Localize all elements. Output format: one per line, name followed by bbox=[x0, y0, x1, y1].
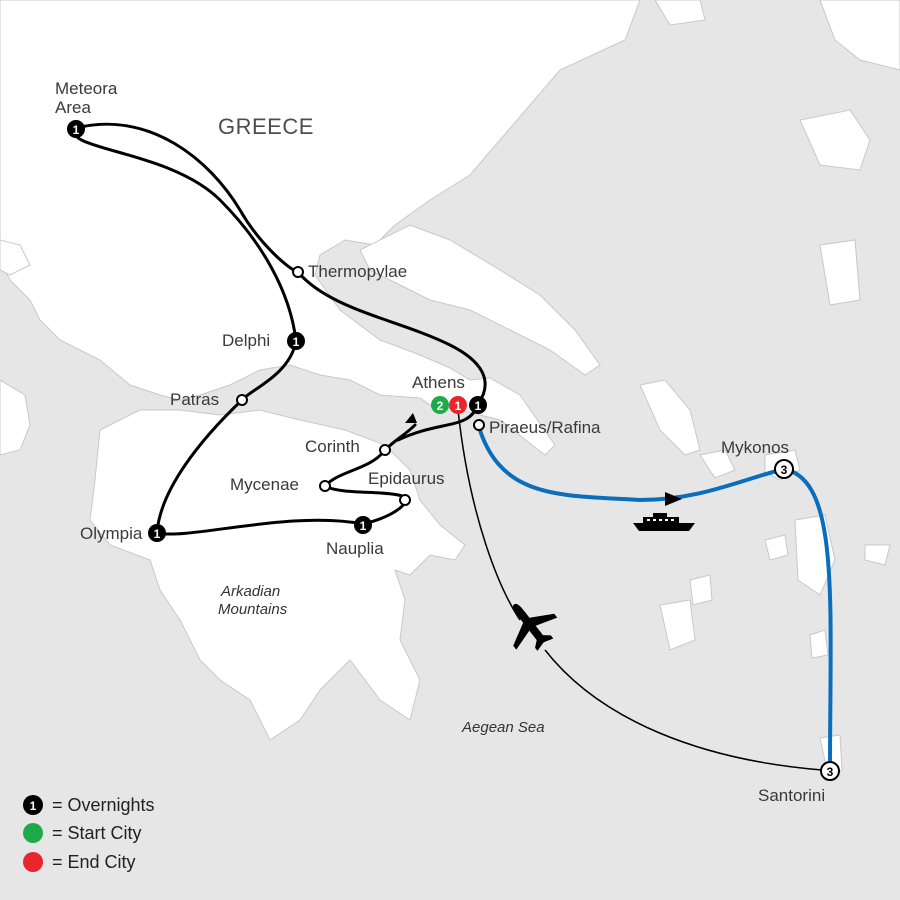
route-ferry-arrow bbox=[665, 492, 682, 506]
city-santorini: 3 Santorini bbox=[758, 761, 840, 805]
landmass-island-amorgos bbox=[809, 629, 829, 659]
airplane-icon bbox=[512, 603, 558, 651]
city-olympia: 1 Olympia bbox=[80, 524, 166, 543]
region-label-arkadian-2: Mountains bbox=[218, 601, 288, 618]
legend-item-overnights: 1 = Overnights bbox=[23, 795, 155, 815]
landmass-island-e1 bbox=[819, 239, 861, 306]
stop-marker bbox=[379, 444, 391, 456]
city-label: Meteora bbox=[55, 79, 118, 98]
overnight-marker bbox=[287, 332, 305, 350]
overnight-count: 1 bbox=[360, 519, 367, 533]
city-epidaurus: Epidaurus bbox=[368, 469, 445, 506]
overnight-count: 3 bbox=[781, 463, 788, 477]
city-thermopylae: Thermopylae bbox=[292, 262, 407, 281]
legend-text: = Overnights bbox=[52, 795, 155, 815]
city-label: Thermopylae bbox=[308, 262, 407, 281]
city-label: Epidaurus bbox=[368, 469, 445, 488]
overnight-marker bbox=[469, 396, 487, 414]
land-masses bbox=[0, 0, 900, 776]
city-label: Santorini bbox=[758, 786, 825, 805]
overnight-marker bbox=[23, 795, 43, 815]
city-delphi: 1 Delphi bbox=[222, 331, 305, 350]
city-piraeus: Piraeus/Rafina bbox=[473, 418, 601, 437]
stop-marker bbox=[473, 419, 485, 431]
overnight-marker bbox=[774, 459, 794, 479]
route-ferry bbox=[476, 422, 833, 772]
landmass-island-paros bbox=[764, 534, 789, 561]
overnight-marker bbox=[820, 761, 840, 781]
city-mycenae: Mycenae bbox=[230, 475, 331, 494]
stop-marker bbox=[399, 494, 411, 506]
city-label: Olympia bbox=[80, 524, 143, 543]
start-marker bbox=[23, 823, 43, 843]
map-legend: 1 = Overnights = Start City = End City bbox=[23, 795, 155, 872]
landmass-ionian-2 bbox=[0, 239, 31, 276]
landmass-island-tinos bbox=[699, 449, 736, 479]
region-label-aegean: Aegean Sea bbox=[461, 719, 545, 736]
landmass-evia bbox=[359, 224, 601, 376]
city-label: Delphi bbox=[222, 331, 270, 350]
city-label: Mykonos bbox=[721, 438, 789, 457]
city-athens: 2 1 1 Athens bbox=[412, 373, 487, 414]
city-label: Athens bbox=[412, 373, 465, 392]
legend-text: = End City bbox=[52, 852, 136, 872]
landmass-island-milos bbox=[659, 599, 696, 651]
overnight-marker bbox=[148, 524, 166, 542]
legend-symbol: 1 bbox=[30, 799, 37, 813]
landmass-island-andros bbox=[639, 379, 701, 456]
city-label: Piraeus/Rafina bbox=[489, 418, 601, 437]
country-label: GREECE bbox=[218, 114, 314, 139]
landmass-mainland bbox=[0, 0, 641, 456]
stop-marker bbox=[319, 480, 331, 492]
region-label-arkadian-1: Arkadian bbox=[220, 583, 280, 600]
landmass-island-ios bbox=[864, 544, 891, 566]
overnight-count: 1 bbox=[73, 123, 80, 137]
landmass-island-ne1 bbox=[819, 0, 900, 71]
overnight-count: 3 bbox=[827, 765, 834, 779]
overnight-count: 1 bbox=[154, 527, 161, 541]
end-marker bbox=[23, 852, 43, 872]
end-marker bbox=[449, 396, 467, 414]
legend-item-end-city: = End City bbox=[23, 852, 136, 872]
landmass-ionian-1 bbox=[0, 379, 31, 456]
overnight-count: 1 bbox=[475, 399, 482, 413]
overnight-marker bbox=[67, 120, 85, 138]
city-label: Mycenae bbox=[230, 475, 299, 494]
city-corinth: Corinth bbox=[305, 437, 391, 456]
overnight-count: 1 bbox=[293, 335, 300, 349]
legend-item-start-city: = Start City bbox=[23, 823, 142, 843]
route-flight bbox=[457, 409, 823, 771]
city-label: Nauplia bbox=[326, 539, 384, 558]
city-nauplia: 1 Nauplia bbox=[326, 516, 384, 558]
city-label: Patras bbox=[170, 390, 219, 409]
landmass-island-n1 bbox=[654, 0, 706, 26]
route-arrow-athens bbox=[405, 413, 417, 423]
legend-text: = Start City bbox=[52, 823, 142, 843]
city-label-line2: Area bbox=[55, 98, 91, 117]
start-marker bbox=[431, 396, 449, 414]
overnight-marker bbox=[354, 516, 372, 534]
landmass-island-ne2 bbox=[799, 109, 871, 171]
stop-marker bbox=[236, 394, 248, 406]
landmass-island-sifnos bbox=[689, 574, 713, 606]
end-count: 1 bbox=[455, 399, 462, 413]
start-count: 2 bbox=[437, 399, 444, 413]
ship-icon bbox=[633, 513, 695, 531]
city-patras: Patras bbox=[170, 390, 248, 409]
city-meteora: 1 Meteora Area bbox=[55, 79, 118, 138]
city-label: Corinth bbox=[305, 437, 360, 456]
stop-marker bbox=[292, 266, 304, 278]
city-mykonos: 3 Mykonos bbox=[721, 438, 794, 479]
